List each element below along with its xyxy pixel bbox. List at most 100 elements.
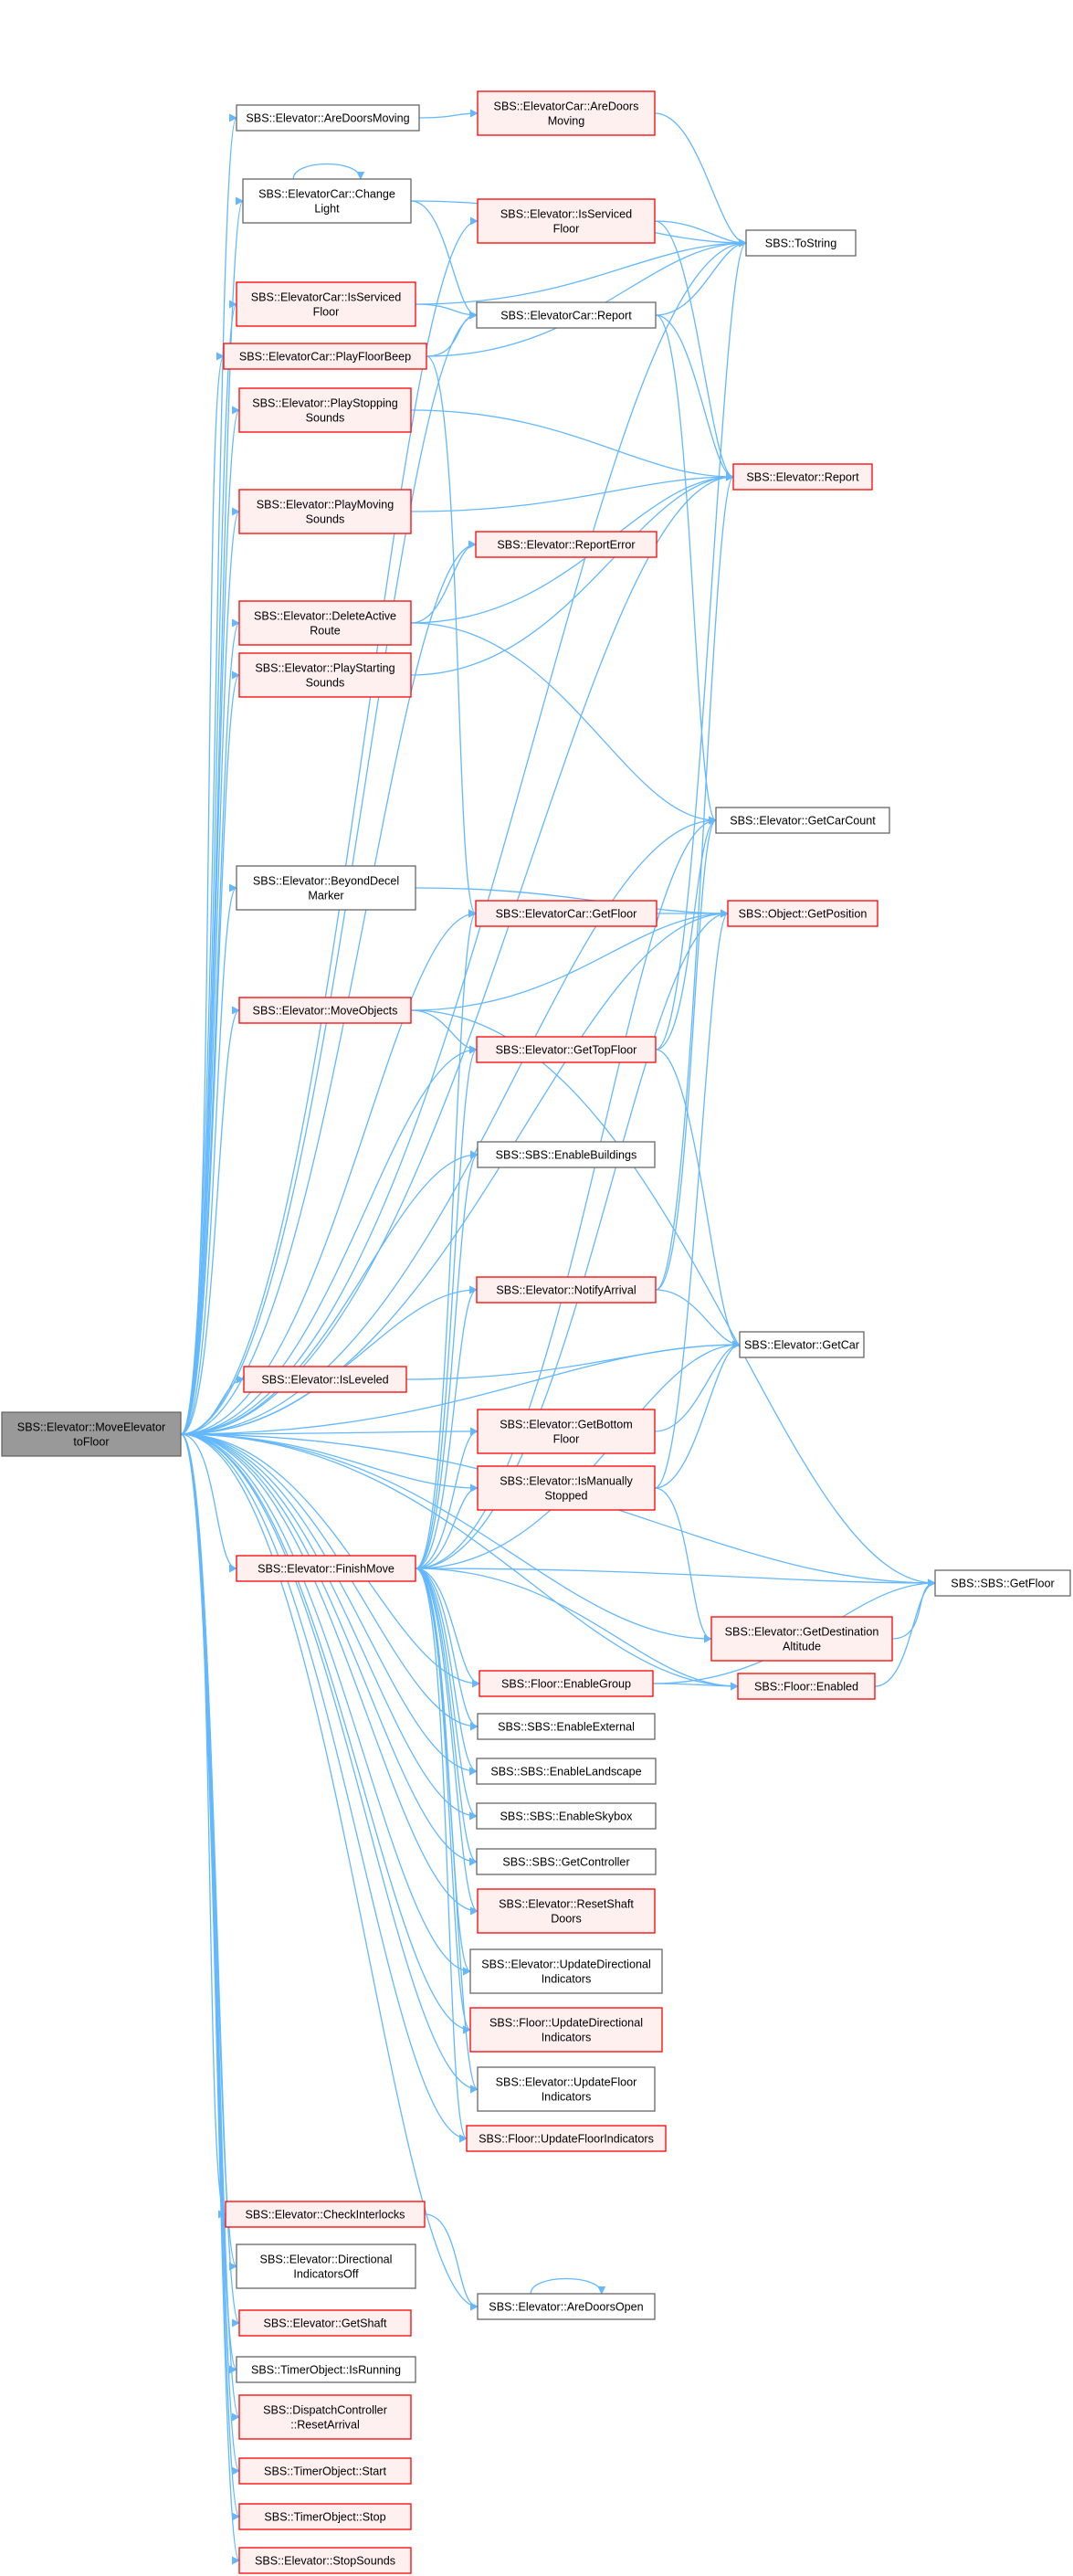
node-box[interactable]: [476, 1758, 657, 1785]
node-car-adm[interactable]: SBS::ElevatorCar::AreDoorsMoving: [477, 90, 656, 136]
node-box[interactable]: [732, 463, 873, 491]
node-box[interactable]: [710, 1616, 893, 1662]
node-reperr[interactable]: SBS::Elevator::ReportError: [475, 531, 657, 558]
node-box[interactable]: [242, 178, 412, 224]
node-box[interactable]: [477, 198, 656, 244]
node-box[interactable]: [715, 807, 890, 834]
node-car-gf[interactable]: SBS::ElevatorCar::GetFloor: [475, 900, 657, 927]
node-box[interactable]: [477, 1888, 656, 1934]
node-gshaft[interactable]: SBS::Elevator::GetShaft: [238, 2309, 412, 2337]
node-box[interactable]: [739, 1331, 865, 1358]
node-box[interactable]: [238, 489, 412, 534]
node-box[interactable]: [238, 2309, 412, 2337]
node-gtf[interactable]: SBS::Elevator::GetTopFloor: [476, 1036, 657, 1063]
node-box[interactable]: [476, 301, 657, 329]
node-mo[interactable]: SBS::Elevator::MoveObjects: [238, 997, 412, 1024]
node-box[interactable]: [238, 2547, 412, 2574]
node-box[interactable]: [476, 1848, 657, 1875]
node-adm[interactable]: SBS::Elevator::AreDoorsMoving: [236, 104, 420, 132]
node-box[interactable]: [236, 1555, 416, 1582]
node-eb[interactable]: SBS::SBS::EnableBuildings: [477, 1141, 656, 1168]
node-box[interactable]: [476, 1276, 657, 1304]
node-box[interactable]: [225, 2201, 426, 2228]
node-box[interactable]: [238, 2457, 412, 2485]
node-el-rep[interactable]: SBS::Elevator::Report: [732, 463, 873, 491]
node-getcar[interactable]: SBS::Elevator::GetCar: [739, 1331, 865, 1358]
node-box[interactable]: [236, 281, 416, 327]
node-ssnd[interactable]: SBS::Elevator::StopSounds: [238, 2547, 412, 2574]
node-box[interactable]: [475, 531, 657, 558]
node-dcra[interactable]: SBS::DispatchController::ResetArrival: [238, 2394, 412, 2440]
node-box[interactable]: [238, 652, 412, 698]
node-box[interactable]: [934, 1569, 1071, 1597]
node-box[interactable]: [236, 104, 420, 132]
node-box[interactable]: [1, 1411, 182, 1457]
node-box[interactable]: [469, 2007, 663, 2053]
node-box[interactable]: [238, 2394, 412, 2440]
node-fl-en[interactable]: SBS::Floor::Enabled: [737, 1673, 876, 1700]
node-el-ufi[interactable]: SBS::Elevator::UpdateFloorIndicators: [477, 2066, 656, 2112]
node-tor[interactable]: SBS::TimerObject::IsRunning: [236, 2356, 416, 2383]
node-car-rep[interactable]: SBS::ElevatorCar::Report: [476, 301, 657, 329]
node-car-pfb[interactable]: SBS::ElevatorCar::PlayFloorBeep: [223, 343, 427, 370]
node-box[interactable]: [476, 1802, 657, 1830]
node-el-udi[interactable]: SBS::Elevator::UpdateDirectionalIndicato…: [469, 1948, 663, 1994]
node-box[interactable]: [737, 1673, 876, 1700]
node-box[interactable]: [475, 900, 657, 927]
node-box[interactable]: [745, 229, 857, 257]
node-box[interactable]: [236, 865, 416, 911]
node-box[interactable]: [477, 1409, 656, 1454]
node-getpos[interactable]: SBS::Object::GetPosition: [727, 900, 878, 927]
node-esky[interactable]: SBS::SBS::EnableSkybox: [476, 1802, 657, 1830]
node-box[interactable]: [469, 1948, 663, 1994]
node-gctrl[interactable]: SBS::SBS::GetController: [476, 1848, 657, 1875]
node-box[interactable]: [477, 1713, 656, 1740]
node-eext[interactable]: SBS::SBS::EnableExternal: [477, 1713, 656, 1740]
node-box[interactable]: [236, 2243, 416, 2289]
node-na[interactable]: SBS::Elevator::NotifyArrival: [476, 1276, 657, 1304]
node-box[interactable]: [477, 90, 656, 136]
node-box[interactable]: [466, 2125, 667, 2152]
node-box[interactable]: [236, 2356, 416, 2383]
node-box[interactable]: [477, 1141, 656, 1168]
node-fl-ufi[interactable]: SBS::Floor::UpdateFloorIndicators: [466, 2125, 667, 2152]
node-isl[interactable]: SBS::Elevator::IsLeveled: [243, 1366, 407, 1393]
node-box[interactable]: [479, 1670, 654, 1697]
node-box[interactable]: [477, 2293, 656, 2320]
node-box[interactable]: [476, 1036, 657, 1063]
node-fl-eg[interactable]: SBS::Floor::EnableGroup: [479, 1670, 654, 1697]
node-tstart[interactable]: SBS::TimerObject::Start: [238, 2457, 412, 2485]
node-box[interactable]: [243, 1366, 407, 1393]
node-sbs-gf[interactable]: SBS::SBS::GetFloor: [934, 1569, 1071, 1597]
node-box[interactable]: [238, 997, 412, 1024]
node-box[interactable]: [223, 343, 427, 370]
node-box[interactable]: [238, 387, 412, 433]
node-box[interactable]: [727, 900, 878, 927]
node-box[interactable]: [477, 1465, 656, 1511]
node-eland[interactable]: SBS::SBS::EnableLandscape: [476, 1758, 657, 1785]
node-box[interactable]: [477, 2066, 656, 2112]
node-fm[interactable]: SBS::Elevator::FinishMove: [236, 1555, 416, 1582]
node-cil[interactable]: SBS::Elevator::CheckInterlocks: [225, 2201, 426, 2228]
node-box[interactable]: [238, 2503, 412, 2530]
node-ado[interactable]: SBS::Elevator::AreDoorsOpen: [477, 2293, 656, 2320]
node-gcc[interactable]: SBS::Elevator::GetCarCount: [715, 807, 890, 834]
node-box[interactable]: [238, 600, 412, 646]
node-tostring[interactable]: SBS::ToString: [745, 229, 857, 257]
node-tstop[interactable]: SBS::TimerObject::Stop: [238, 2503, 412, 2530]
